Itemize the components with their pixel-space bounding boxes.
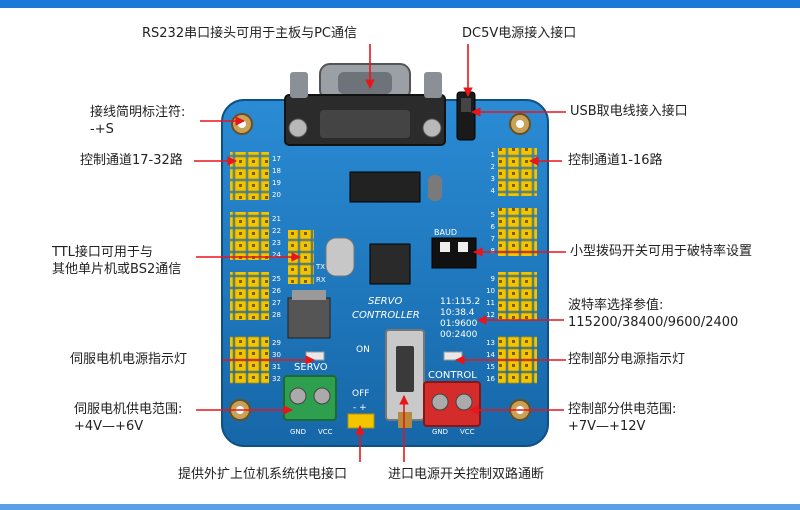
baud-row: 01:9600 bbox=[440, 319, 478, 329]
pin-number-label: 5 bbox=[491, 211, 495, 219]
pin-number-label: 29 bbox=[272, 339, 281, 347]
baud-row: 00:2400 bbox=[440, 330, 478, 340]
pin-number-label: 30 bbox=[272, 351, 281, 359]
label-ttl-line2: 其他单片机或BS2通信 bbox=[52, 262, 182, 277]
pin-header-right bbox=[498, 148, 537, 384]
pin-number-label: 27 bbox=[272, 299, 281, 307]
control-label: CONTROL bbox=[428, 370, 477, 381]
tx-label: TX bbox=[315, 263, 325, 271]
board-title-line1: SERVO bbox=[368, 296, 402, 307]
pin-number-label: 18 bbox=[272, 167, 281, 175]
label-usb: USB取电线接入接口 bbox=[570, 104, 688, 119]
pin-number-label: 28 bbox=[272, 311, 281, 319]
label-baud-line2: 115200/38400/9600/2400 bbox=[568, 315, 739, 330]
pin-number-label: 32 bbox=[272, 375, 281, 383]
ic-max232 bbox=[349, 171, 421, 203]
pin-number-label: 4 bbox=[491, 187, 496, 195]
label-ch1-16: 控制通道1-16路 bbox=[568, 153, 663, 168]
label-ttl-line1: TTL接口可用于与 bbox=[52, 245, 153, 260]
label-switch: 进口电源开关控制双路通断 bbox=[388, 467, 545, 482]
pin-number-label: 19 bbox=[272, 179, 281, 187]
pin-number-label: 11 bbox=[486, 299, 495, 307]
pin-number-label: 9 bbox=[491, 275, 495, 283]
control-terminal bbox=[423, 381, 481, 427]
off-label: OFF bbox=[352, 389, 369, 399]
pin-number-label: 22 bbox=[272, 227, 281, 235]
pin-number-label: 3 bbox=[491, 175, 495, 183]
label-control-power-line2: +7V—+12V bbox=[568, 419, 646, 434]
label-ext-power: 提供外扩上位机系统供电接口 bbox=[178, 467, 348, 482]
label-control-power-line1: 控制部分供电范围: bbox=[568, 402, 677, 417]
label-dip: 小型拨码开关可用于破特率设置 bbox=[570, 244, 753, 259]
label-baud-line1: 波特率选择参值: bbox=[568, 298, 664, 313]
pin-number-label: 10 bbox=[486, 287, 495, 295]
on-label: ON bbox=[356, 345, 370, 355]
servo-label: SERVO bbox=[294, 362, 328, 373]
annotation-arrows bbox=[194, 44, 566, 462]
ic-mcu bbox=[369, 243, 411, 285]
bottom-accent-bar bbox=[0, 504, 800, 510]
left-pin-numbers: 17 18 19 20 21 22 23 24 25 26 27 28 29 30 31 32 bbox=[272, 155, 281, 383]
pin-number-label: 17 bbox=[272, 155, 281, 163]
servo-vcc-label: VCC bbox=[318, 428, 333, 436]
label-wiring-line2: -+S bbox=[90, 122, 114, 137]
top-accent-bar bbox=[0, 0, 800, 8]
servo-terminal bbox=[283, 375, 337, 421]
pin-number-label: 20 bbox=[272, 191, 281, 199]
mounting-hole-tl bbox=[231, 113, 253, 135]
label-servo-led: 伺服电机电源指示灯 bbox=[70, 352, 188, 367]
mounting-hole-tr bbox=[509, 113, 531, 135]
label-control-led: 控制部分电源指示灯 bbox=[568, 352, 686, 367]
baud-row: 10:38.4 bbox=[440, 308, 475, 318]
regulator bbox=[287, 297, 331, 339]
pin-number-label: 1 bbox=[491, 151, 495, 159]
pin-number-label: 12 bbox=[486, 311, 495, 319]
pin-number-label: 25 bbox=[272, 275, 281, 283]
pin-number-label: 13 bbox=[486, 339, 495, 347]
label-ch17-32: 控制通道17-32路 bbox=[80, 153, 183, 168]
pin-number-label: 31 bbox=[272, 363, 281, 371]
baud-table: 11:115.2 10:38.4 01:9600 00:2400 bbox=[440, 297, 480, 340]
baud-header-text: BAUD bbox=[434, 228, 457, 237]
rx-label: RX bbox=[316, 276, 326, 284]
ext-power-header bbox=[347, 413, 375, 429]
control-power-led bbox=[443, 351, 463, 361]
dc-jack bbox=[456, 91, 476, 141]
pin-number-label: 6 bbox=[491, 223, 496, 231]
pin-number-label: 23 bbox=[272, 239, 281, 247]
rs232-connector bbox=[284, 63, 446, 146]
control-gnd-label: GND bbox=[432, 428, 448, 436]
pin-number-label: 7 bbox=[491, 235, 495, 243]
label-servo-power-line2: +4V—+6V bbox=[74, 419, 144, 434]
pin-number-label: 8 bbox=[491, 247, 495, 255]
baud-row: 11:115.2 bbox=[440, 297, 480, 307]
label-servo-power-line1: 伺服电机供电范围: bbox=[74, 402, 183, 417]
label-wiring-line1: 接线简明标注符: bbox=[90, 105, 186, 120]
pin-number-label: 16 bbox=[486, 375, 495, 383]
servo-gnd-label: GND bbox=[290, 428, 306, 436]
dip-switch bbox=[431, 237, 477, 269]
label-dc5v: DC5V电源接入接口 bbox=[462, 26, 577, 41]
board-title-line2: CONTROLLER bbox=[352, 310, 420, 321]
pin-number-label: 14 bbox=[486, 351, 495, 359]
minus-plus-label: - + bbox=[353, 403, 367, 413]
pin-number-label: 26 bbox=[272, 287, 281, 295]
control-vcc-label: VCC bbox=[460, 428, 475, 436]
pin-number-label: 15 bbox=[486, 363, 495, 371]
pin-number-label: 2 bbox=[491, 163, 495, 171]
pin-number-label: 21 bbox=[272, 215, 281, 223]
label-rs232: RS232串口接头可用于主板与PC通信 bbox=[142, 26, 358, 41]
crystal bbox=[325, 237, 355, 277]
servo-power-led bbox=[305, 351, 325, 361]
power-switch bbox=[385, 329, 425, 428]
pin-number-label: 24 bbox=[272, 251, 281, 259]
capacitor bbox=[428, 175, 442, 201]
